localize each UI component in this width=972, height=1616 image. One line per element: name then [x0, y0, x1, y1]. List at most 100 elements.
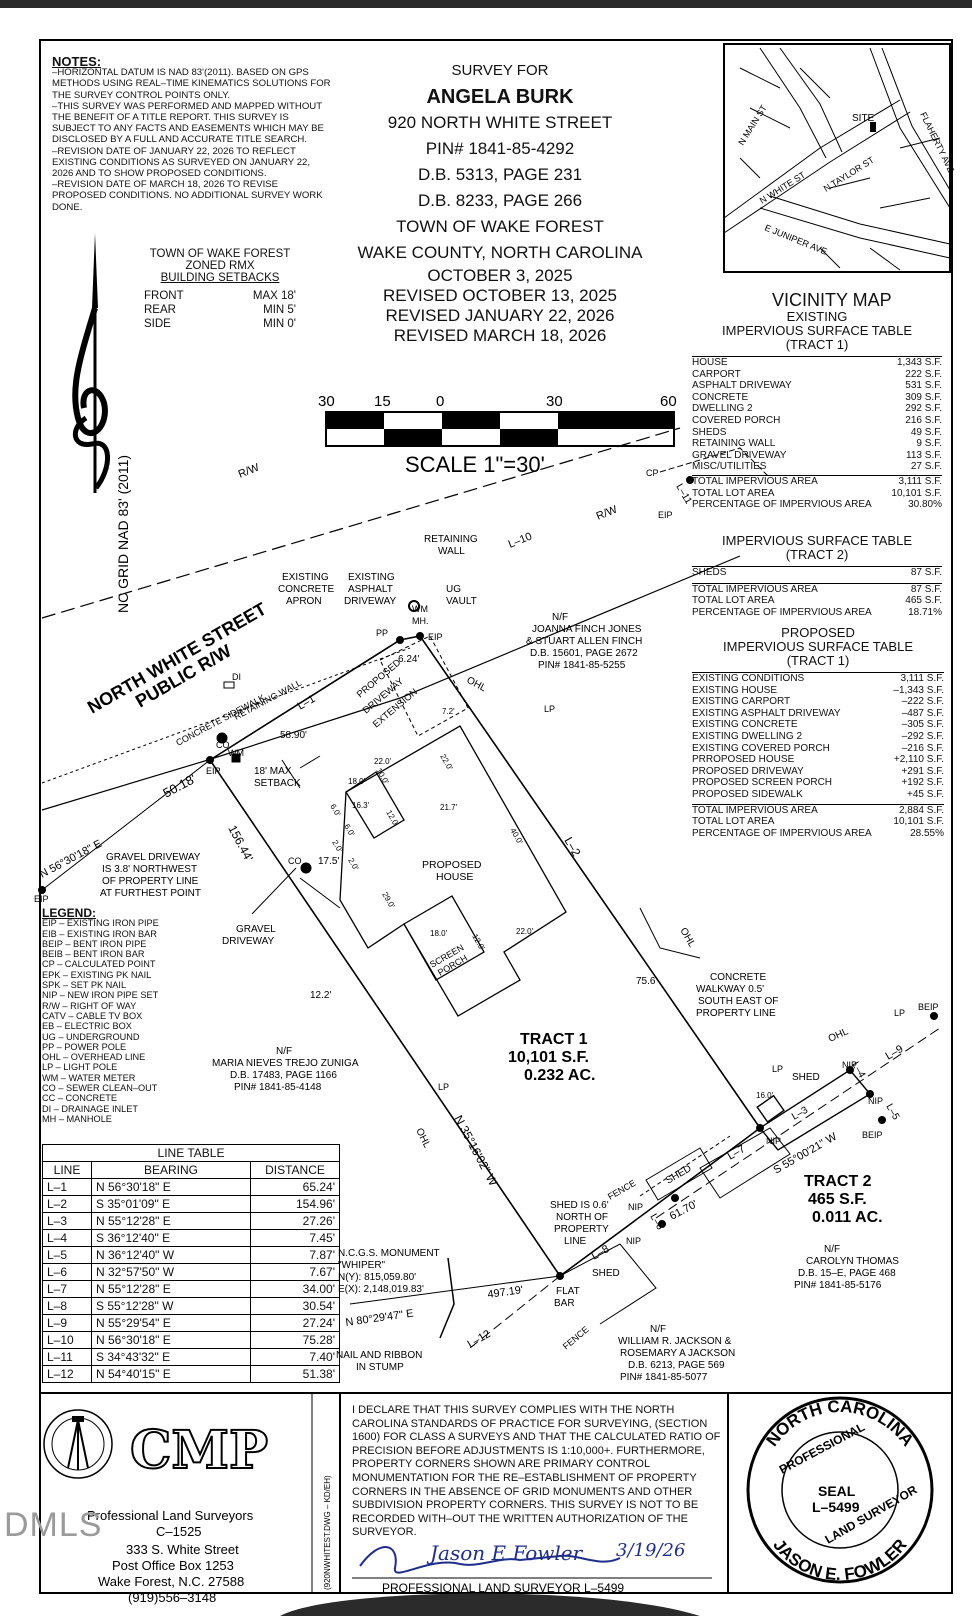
- svg-text:NIP: NIP: [626, 1236, 641, 1246]
- svg-text:L–9: L–9: [884, 1043, 906, 1063]
- svg-text:R/W: R/W: [595, 503, 620, 522]
- svg-text:61.70': 61.70': [668, 1198, 700, 1223]
- svg-text:IS 3.8' NORTHWEST: IS 3.8' NORTHWEST: [102, 864, 197, 875]
- svg-text:NIP: NIP: [842, 1060, 857, 1070]
- right-of-way: [41, 427, 741, 811]
- svg-text:497.19': 497.19': [487, 1284, 524, 1301]
- svg-text:& STUART ALLEN FINCH: & STUART ALLEN FINCH: [526, 636, 642, 647]
- svg-text:N/F: N/F: [650, 1324, 666, 1335]
- svg-text:DRIVEWAY: DRIVEWAY: [222, 936, 275, 947]
- tract-1-label: TRACT 1: [520, 1031, 588, 1048]
- svg-text:0.232 AC.: 0.232 AC.: [524, 1067, 595, 1084]
- svg-text:GRAVEL: GRAVEL: [236, 924, 276, 935]
- svg-text:"WHIPER": "WHIPER": [338, 1260, 386, 1271]
- svg-text:22.0': 22.0': [438, 753, 455, 773]
- survey-sheet: N MAIN ST N WHITE ST N TAYLOR ST FLAHERT…: [0, 8, 972, 1616]
- svg-text:EXISTING: EXISTING: [348, 572, 395, 583]
- svg-text:N/F: N/F: [824, 1244, 840, 1255]
- svg-text:CO: CO: [288, 856, 302, 866]
- existing-impervious-table: EXISTING IMPERVIOUS SURFACE TABLE (TRACT…: [692, 309, 942, 511]
- north-datum-label: NC GRID NAD 83' (2011): [115, 455, 131, 613]
- svg-text:EIP: EIP: [206, 766, 221, 776]
- svg-text:N/F: N/F: [276, 1046, 292, 1057]
- notes-block: NOTES: –HORIZONTAL DATUM IS NAD 83'(2011…: [52, 54, 372, 213]
- svg-text:CONCRETE: CONCRETE: [710, 972, 766, 983]
- svg-text:NIP: NIP: [868, 1096, 883, 1106]
- svg-text:CONCRETE: CONCRETE: [278, 584, 334, 595]
- svg-text:L–11: L–11: [673, 482, 693, 507]
- svg-text:PIN# 1841-85-4148: PIN# 1841-85-4148: [234, 1082, 322, 1093]
- svg-text:D.B. 17483, PAGE 1166: D.B. 17483, PAGE 1166: [230, 1070, 337, 1081]
- svg-text:10.0': 10.0': [374, 767, 391, 787]
- svg-text:WALL: WALL: [438, 546, 465, 557]
- svg-text:18' MAX: 18' MAX: [254, 766, 292, 777]
- svg-text:IN STUMP: IN STUMP: [356, 1362, 404, 1373]
- svg-text:6.0': 6.0': [328, 803, 342, 819]
- svg-text:PROPERTY: PROPERTY: [554, 1224, 609, 1235]
- svg-text:D.B. 15601, PAGE 2672: D.B. 15601, PAGE 2672: [530, 648, 638, 659]
- svg-text:22.0': 22.0': [374, 757, 392, 766]
- svg-text:RETAINING WALL: RETAINING WALL: [232, 678, 303, 722]
- cmp-logo: CMP: [43, 1409, 269, 1482]
- svg-text:L–6: L–6: [647, 1212, 665, 1232]
- svg-text:10,101 S.F.: 10,101 S.F.: [508, 1049, 589, 1066]
- svg-text:L–5: L–5: [883, 1102, 901, 1122]
- svg-text:OF PROPERTY LINE: OF PROPERTY LINE: [102, 876, 199, 887]
- svg-text:PROFESSIONAL LAND SURVEYOR L: PROFESSIONAL LAND SURVEYOR L–5499: [382, 1581, 624, 1595]
- svg-text:L–5499: L–5499: [812, 1499, 860, 1515]
- svg-text:L–2: L–2: [561, 835, 583, 860]
- svg-text:NAIL AND RIBBON: NAIL AND RIBBON: [336, 1350, 422, 1361]
- signature: Jason E Fowler: [426, 1541, 584, 1565]
- svg-text:22.0': 22.0': [516, 927, 534, 936]
- svg-text:S 55°00'21" W: S 55°00'21" W: [772, 1130, 840, 1176]
- svg-text:29.0': 29.0': [380, 891, 397, 911]
- svg-text:18.0': 18.0': [348, 777, 366, 786]
- vicinity-map: N MAIN ST N WHITE ST N TAYLOR ST FLAHERT…: [723, 43, 956, 273]
- svg-text:FENCE: FENCE: [561, 1324, 591, 1351]
- svg-text:L–7: L–7: [726, 1143, 748, 1163]
- sheet-border: [39, 39, 953, 1594]
- scale-label: SCALE 1"=30': [405, 452, 545, 477]
- svg-text:D.B. 15–E, PAGE 468: D.B. 15–E, PAGE 468: [798, 1268, 896, 1279]
- site-label: SITE: [852, 113, 875, 124]
- svg-text:JOANNA FINCH JONES: JOANNA FINCH JONES: [532, 624, 642, 635]
- signature-date: 3/19/26: [616, 1540, 685, 1561]
- svg-text:30: 30: [546, 393, 563, 410]
- watermark: DMLS: [4, 1506, 103, 1544]
- svg-text:PROPERTY LINE: PROPERTY LINE: [696, 1008, 776, 1019]
- svg-text:15: 15: [374, 393, 391, 410]
- svg-text:30: 30: [318, 393, 335, 410]
- svg-text:VAULT: VAULT: [446, 596, 477, 607]
- svg-text:WM: WM: [228, 748, 244, 758]
- svg-text:SOUTH EAST OF: SOUTH EAST OF: [698, 996, 778, 1007]
- setbacks-block: TOWN OF WAKE FOREST ZONED RMX BUILDING S…: [144, 248, 296, 330]
- svg-text:(919)556–3148: (919)556–3148: [128, 1590, 216, 1605]
- svg-text:L–8: L–8: [590, 1243, 612, 1263]
- tract-2-impervious-table: IMPERVIOUS SURFACE TABLE (TRACT 2) SHEDS…: [692, 533, 942, 618]
- certification-text: I DECLARE THAT THIS SURVEY COMPLIES WITH…: [352, 1404, 721, 1539]
- svg-text:JASON E. FOWLER: JASON E. FOWLER: [769, 1535, 910, 1584]
- svg-text:DRIVEWAY: DRIVEWAY: [344, 596, 397, 607]
- svg-text:GRAVEL DRIVEWAY: GRAVEL DRIVEWAY: [106, 852, 201, 863]
- title-block: SURVEY FOR ANGELA BURK 920 NORTH WHITE S…: [340, 58, 660, 346]
- svg-text:WILLIAM R. JACKSON &: WILLIAM R. JACKSON &: [618, 1336, 732, 1347]
- svg-text:FENCE: FENCE: [606, 1178, 637, 1202]
- svg-text:N 80°29'47" E: N 80°29'47" E: [345, 1308, 415, 1329]
- svg-text:L–10: L–10: [507, 530, 534, 550]
- notes-heading: NOTES:: [52, 54, 102, 69]
- signature-stroke: [359, 1546, 621, 1574]
- scale-bar: 30 15 0 30 60 SCALE 1"=30': [318, 393, 677, 477]
- svg-text:Post Office Box 1253: Post Office Box 1253: [112, 1558, 234, 1573]
- svg-text:50.18': 50.18': [160, 771, 198, 801]
- front-bearing: N 56°30'18" E: [38, 838, 104, 881]
- svg-text:0.011 AC.: 0.011 AC.: [812, 1209, 883, 1226]
- svg-text:LP: LP: [894, 1008, 905, 1018]
- north-arrow-icon: NC GRID NAD 83' (2011): [72, 233, 131, 613]
